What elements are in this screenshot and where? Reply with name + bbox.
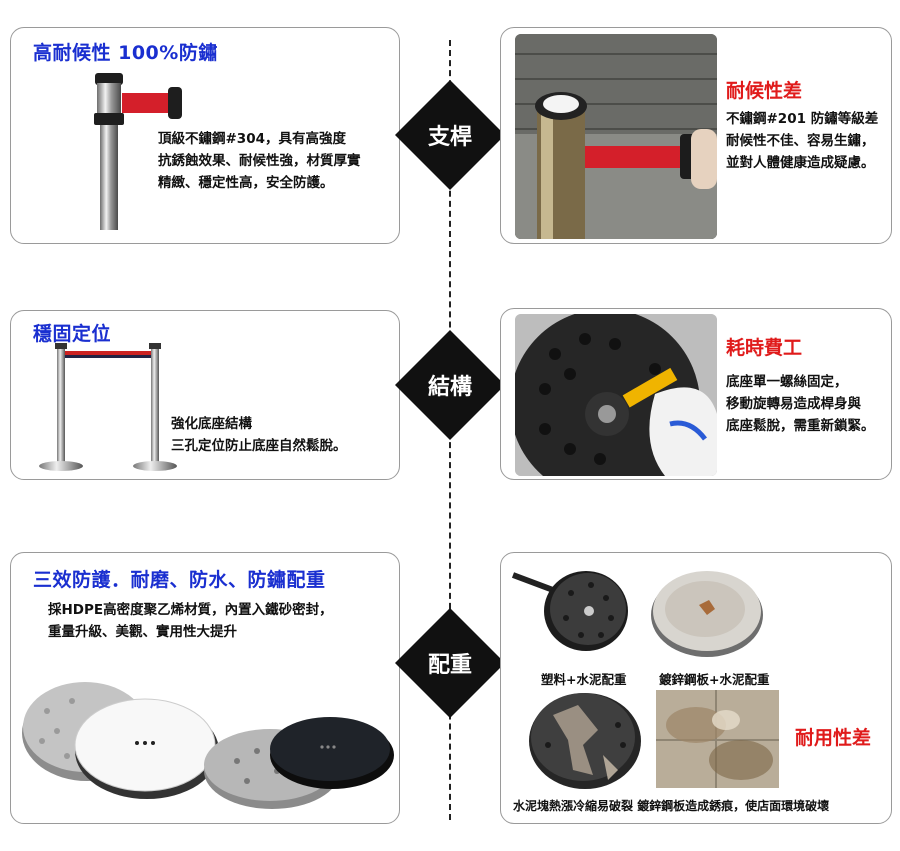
- title-time-consuming: 耗時費工: [726, 337, 803, 359]
- card-structure-good: 穩固定位 強化底座結構 三孔定位防止底座自然鬆脫。: [10, 310, 400, 480]
- hdpe-base-image: [22, 682, 394, 809]
- caption-plastic-cement: 塑料+水泥配重: [541, 672, 627, 687]
- title-high-weather: 高耐候性 100%防鏽: [33, 42, 218, 64]
- caption-bottom: 水泥塊熱漲冷縮易破裂 鍍鋅鋼板造成銹痕，使店面環境破壞: [513, 799, 830, 813]
- structure-bad-text: 底座單一螺絲固定， 移動旋轉易造成桿身與 底座鬆脫，需重新鎖緊。: [726, 374, 875, 434]
- label-pole: 支桿: [427, 125, 472, 150]
- caption-galv-cement: 鍍鋅鋼板+水泥配重: [659, 672, 770, 687]
- base-screw-photo: [515, 314, 717, 476]
- card-structure-bad: 耗時費工 底座單一螺絲固定， 移動旋轉易造成桿身與 底座鬆脫，需重新鎖緊。: [500, 308, 892, 480]
- cracked-cement-image: [529, 693, 641, 789]
- rusty-pole-photo: [515, 34, 717, 239]
- card-weight-good: 三效防護．耐磨、防水、防鏽配重 採HDPE高密度聚乙烯材質，內置入鐵砂密封， 重…: [10, 552, 400, 824]
- card-pole-good: 高耐候性 100%防鏽 頂級不鏽鋼#304，具有高強度 抗銹蝕效果、耐候性強，材…: [10, 27, 400, 244]
- label-structure: 結構: [427, 375, 472, 400]
- title-triple-protection: 三效防護．耐磨、防水、防鏽配重: [33, 569, 326, 591]
- card-pole-bad: 耐候性差 不鏽鋼#201 防鏽等級差 耐候性不佳、容易生鏽， 並對人體健康造成疑…: [500, 27, 892, 244]
- pole-bad-text: 不鏽鋼#201 防鏽等級差 耐候性不佳、容易生鏽， 並對人體健康造成疑慮。: [726, 111, 879, 171]
- card-weight-bad: 塑料+水泥配重 鍍鋅鋼板+水泥配重 耐用性差 水泥塊熱漲冷縮易破裂 鍍鋅鋼板造成…: [500, 552, 892, 824]
- structure-good-text: 強化底座結構 三孔定位防止底座自然鬆脫。: [171, 416, 347, 454]
- rust-stain-floor-photo: [656, 690, 779, 788]
- galv-cement-image: [651, 571, 763, 657]
- title-poor-durability: 耐用性差: [795, 727, 872, 749]
- title-stable: 穩固定位: [33, 323, 112, 345]
- pole-good-text: 頂級不鏽鋼#304，具有高強度 抗銹蝕效果、耐候性強，材質厚實 精緻、穩定性高，…: [158, 131, 361, 191]
- diamond-pole: 支桿: [395, 80, 505, 190]
- pole-head-image: [94, 73, 182, 230]
- stanchion-pair-image: [39, 343, 177, 471]
- label-weight: 配重: [427, 653, 472, 678]
- title-poor-weather: 耐候性差: [726, 80, 803, 102]
- diamond-weight: 配重: [395, 608, 505, 718]
- plastic-cement-image: [511, 571, 628, 651]
- weight-good-text: 採HDPE高密度聚乙烯材質，內置入鐵砂密封， 重量升級、美觀、實用性大提升: [48, 602, 333, 640]
- diamond-structure: 結構: [395, 330, 505, 440]
